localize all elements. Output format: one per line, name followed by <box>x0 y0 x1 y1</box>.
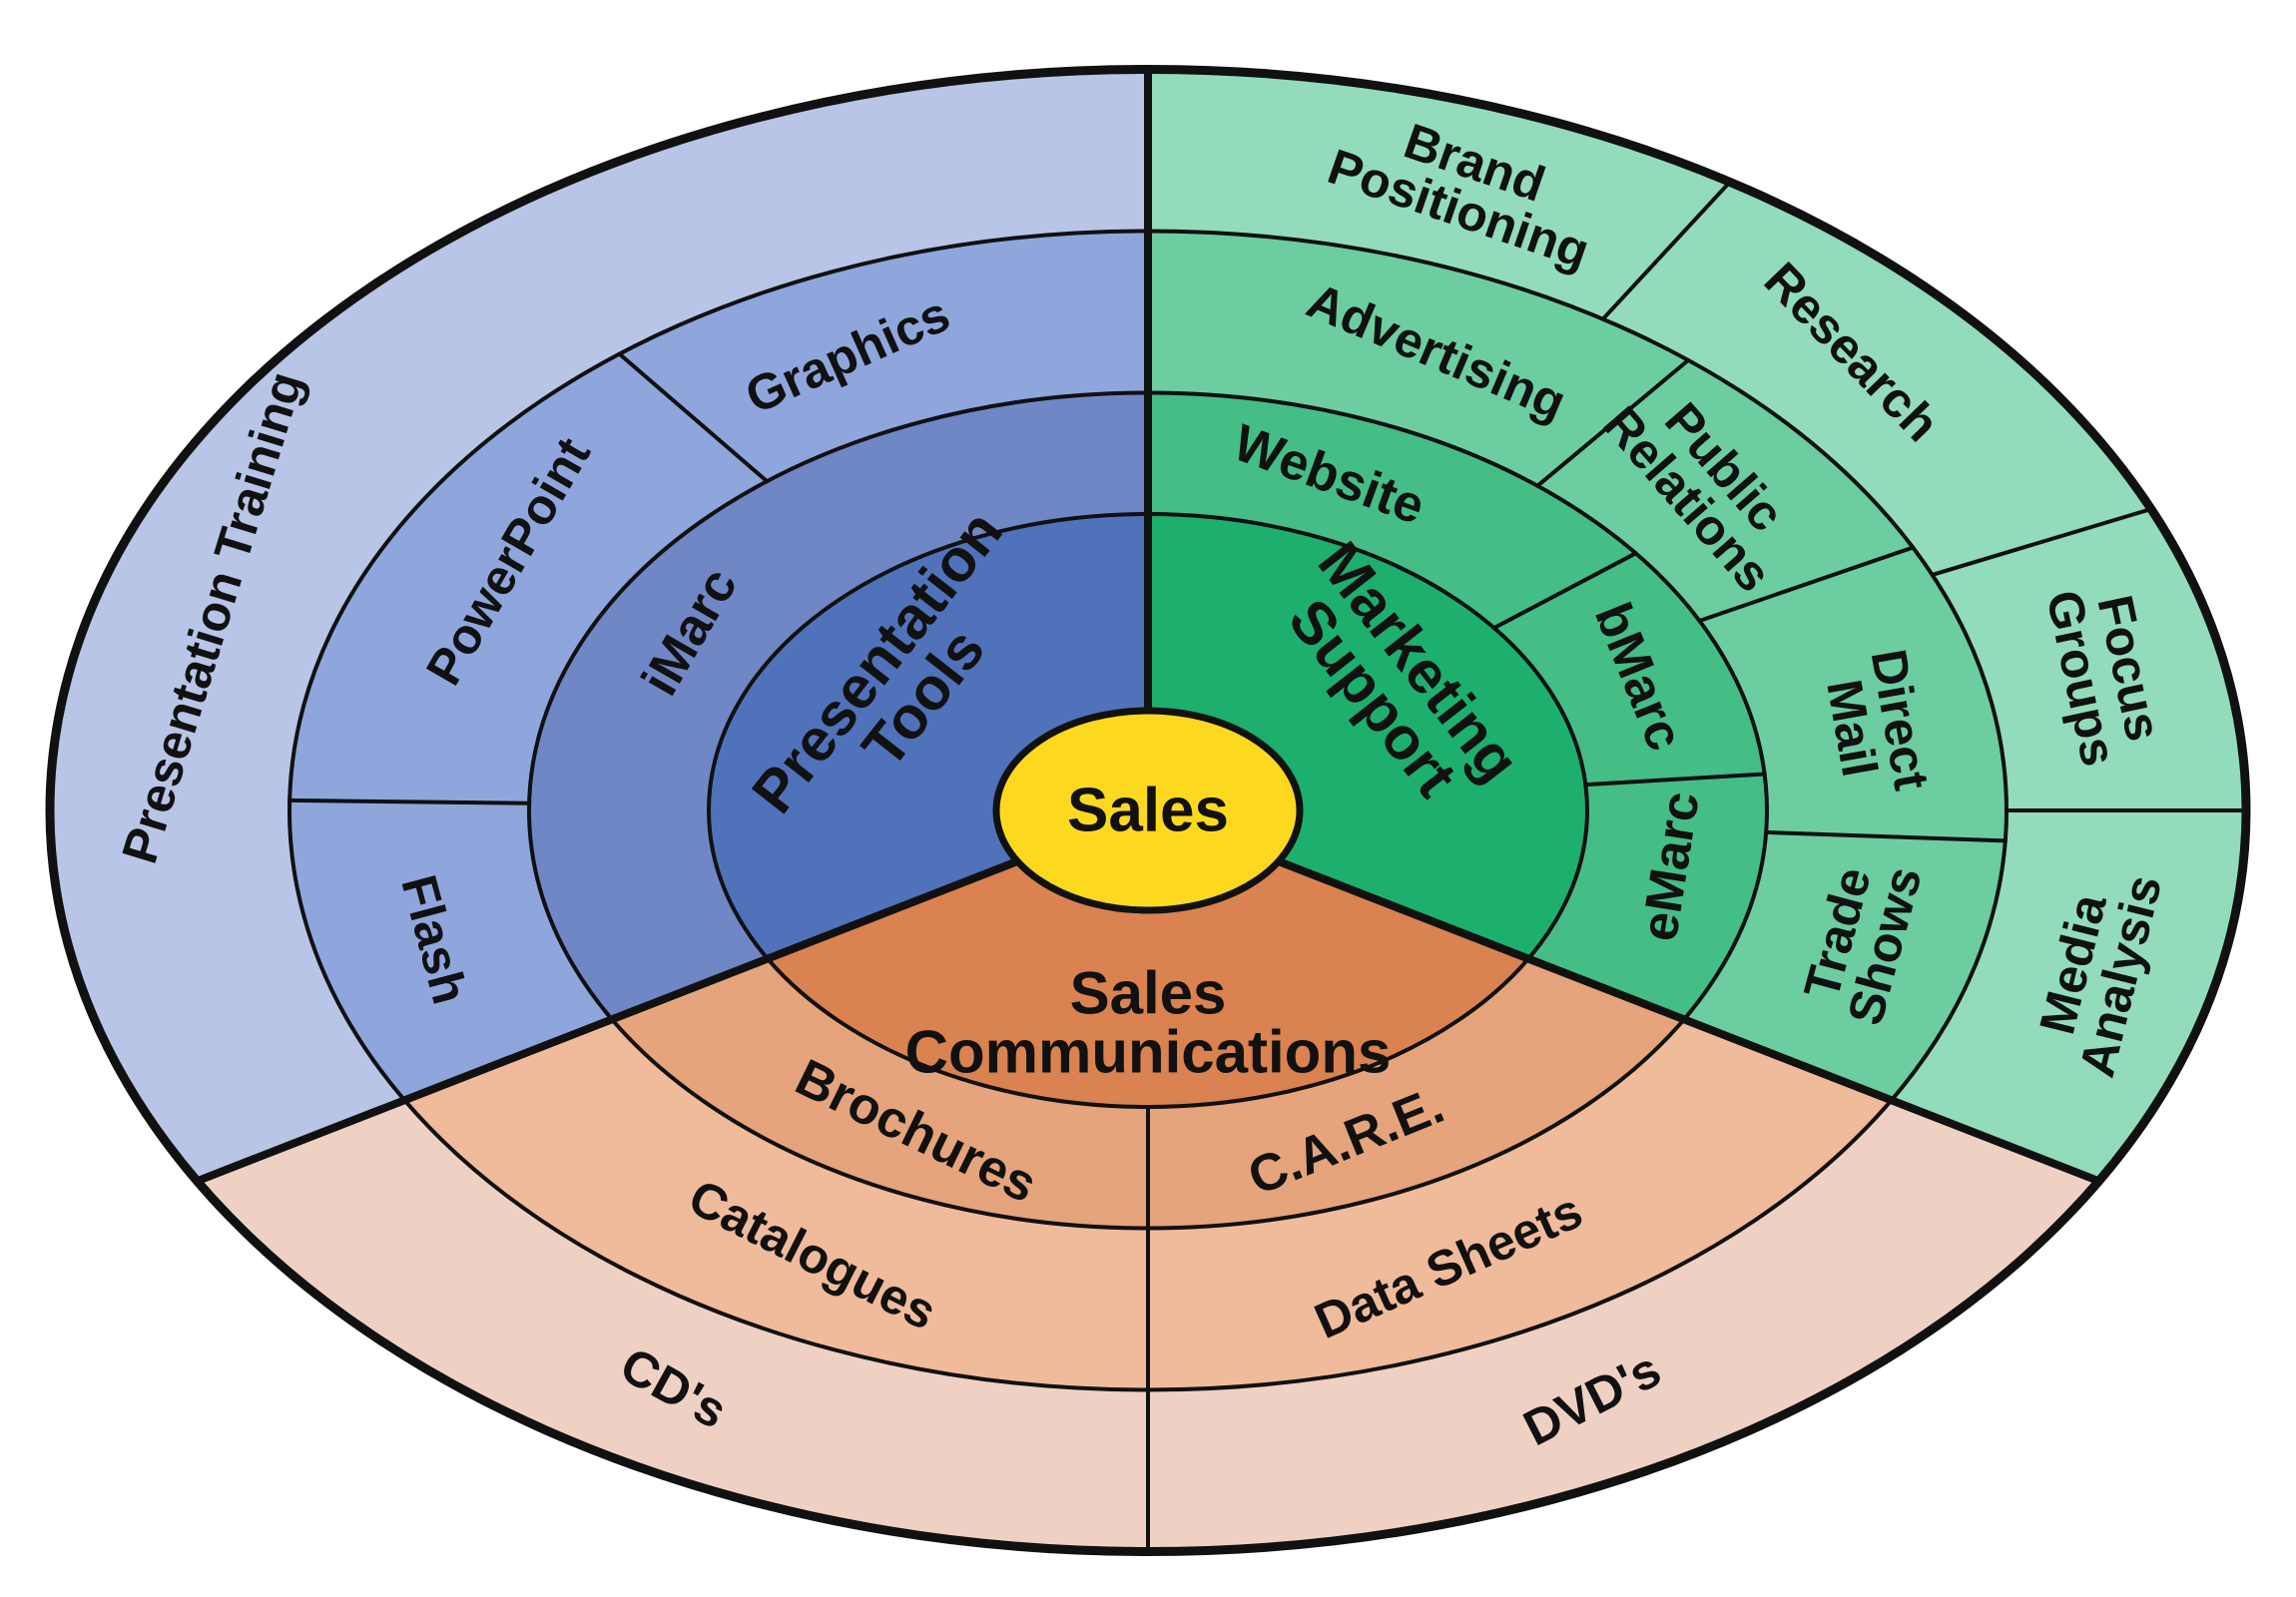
s2-ring4-divider <box>1930 507 2153 577</box>
sector-2-ring4-fill <box>1148 69 2247 1182</box>
s2-ring2-divider <box>1583 772 1767 788</box>
sales-hub-label: Sales <box>1067 777 1229 845</box>
s1-ring3-divider <box>287 798 532 805</box>
center-hub: Sales <box>992 707 1304 914</box>
sector-3-ring4-fill <box>197 1100 2099 1552</box>
divider-lines <box>45 65 2251 1556</box>
s2-ring3-divider <box>1535 357 1691 488</box>
sector-3-ring3-fill <box>404 1019 1892 1390</box>
s1-ring3-divider <box>617 351 770 484</box>
ring-fills <box>49 69 2247 1552</box>
s2-ring2-divider <box>1491 551 1638 631</box>
sector-2-ring3-fill <box>1148 231 2008 1101</box>
sector-2-ring2-fill <box>1148 392 1768 1020</box>
s2-ring4-divider <box>1600 180 1732 321</box>
s2-ring3-divider <box>1697 545 1916 623</box>
sector-divider-left <box>193 806 1152 1186</box>
sales-hub <box>992 707 1304 914</box>
sector-3-ring2-fill <box>612 958 1684 1229</box>
s2-ring3-divider <box>1764 829 2008 843</box>
sector-divider-right <box>1144 806 2103 1186</box>
